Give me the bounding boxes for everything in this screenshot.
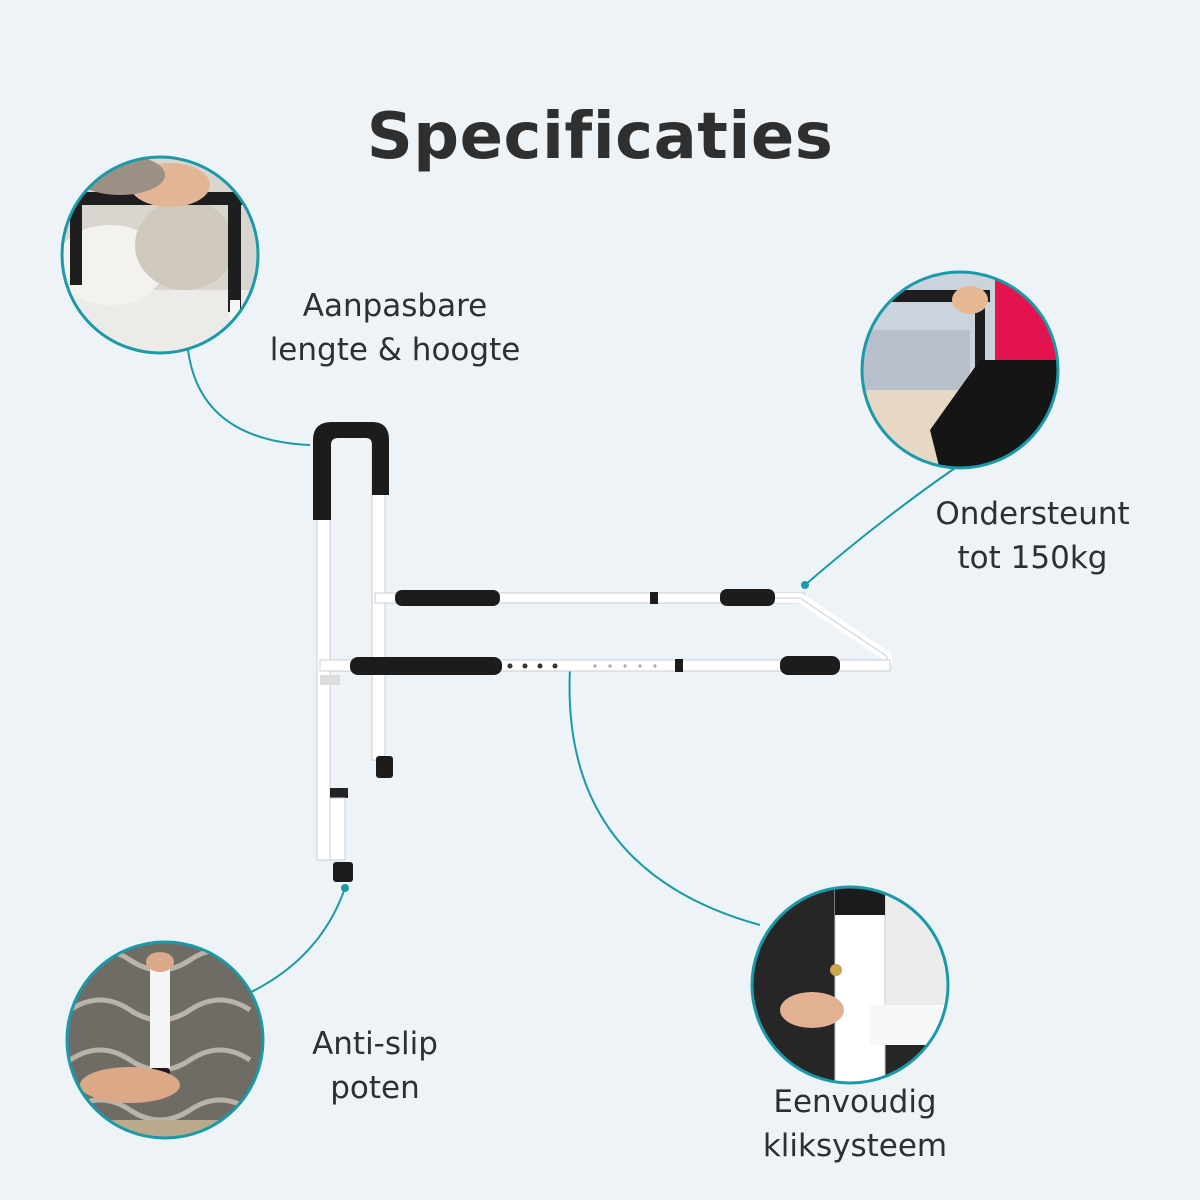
connector-click bbox=[568, 667, 761, 926]
rubber-foot-photo bbox=[65, 940, 265, 1140]
feature-label-support: Ondersteunt tot 150kg bbox=[905, 492, 1160, 580]
connector-adjust bbox=[187, 349, 311, 446]
feature-line: kliksysteem bbox=[762, 1128, 948, 1164]
page-title: Specificaties bbox=[366, 100, 834, 174]
feature-line: lengte & hoogte bbox=[269, 332, 521, 368]
connector-lines bbox=[187, 349, 956, 996]
hand-grip-bed-rail-photo bbox=[60, 155, 260, 355]
feature-label-adjustable: Aanpasbare lengte & hoogte bbox=[235, 284, 555, 372]
feature-line: poten bbox=[330, 1070, 420, 1106]
feature-line: Ondersteunt bbox=[935, 496, 1130, 532]
feature-label-antislip: Anti-slip poten bbox=[270, 1022, 480, 1110]
connector-antislip bbox=[244, 887, 346, 996]
person-using-rail-photo bbox=[860, 270, 1060, 470]
connector-support bbox=[804, 467, 956, 586]
feature-line: tot 150kg bbox=[957, 540, 1108, 576]
feature-line: Aanpasbare bbox=[302, 288, 488, 324]
feature-line: Anti-slip bbox=[312, 1026, 438, 1062]
feature-label-click-system: Eenvoudig kliksysteem bbox=[720, 1080, 990, 1168]
bed-rail-product bbox=[313, 422, 893, 882]
feature-line: Eenvoudig bbox=[773, 1084, 937, 1120]
push-button-pin-photo bbox=[750, 885, 950, 1085]
